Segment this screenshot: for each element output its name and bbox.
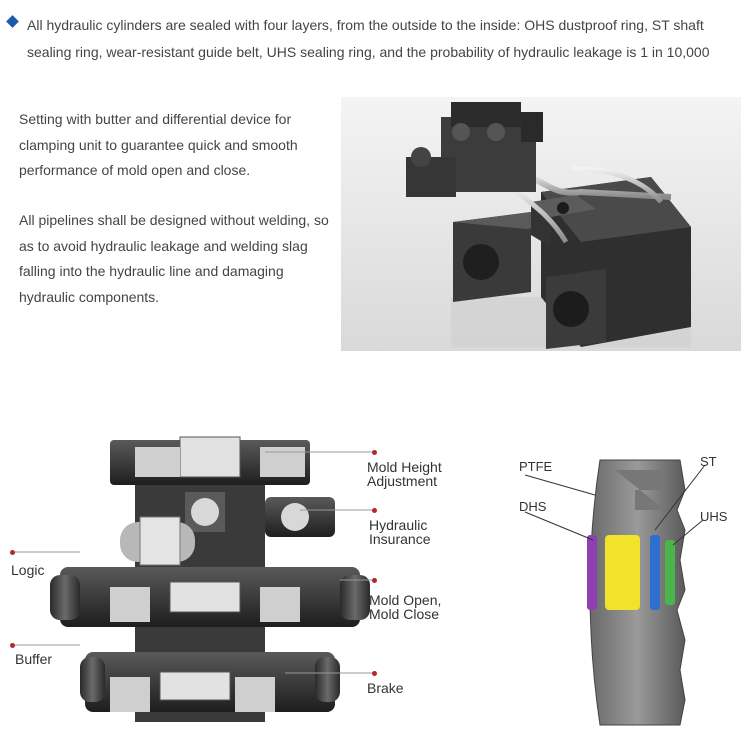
hydraulic-manifold-photo bbox=[341, 97, 741, 351]
label-adjustment: Adjustment bbox=[367, 473, 438, 489]
marker-dot bbox=[372, 450, 377, 455]
pipeline-paragraph: All pipelines shall be designed without … bbox=[19, 212, 329, 305]
marker-dot bbox=[10, 643, 15, 648]
label-mold-close: Mold Close bbox=[369, 606, 440, 622]
marker-dot bbox=[372, 508, 377, 513]
marker-dot bbox=[10, 550, 15, 555]
marker-dot bbox=[372, 578, 377, 583]
label-ptfe: PTFE bbox=[519, 459, 553, 474]
bullet-diamond-icon bbox=[6, 15, 19, 28]
label-uhs: UHS bbox=[700, 509, 728, 524]
label-mold-open: Mold Open, bbox=[369, 592, 442, 608]
clamping-paragraph: Setting with butter and differential dev… bbox=[19, 111, 298, 178]
label-buffer: Buffer bbox=[15, 651, 53, 667]
label-insurance: Insurance bbox=[369, 531, 431, 547]
intro-text: All hydraulic cylinders are sealed with … bbox=[27, 17, 710, 60]
valve-stack-image bbox=[50, 436, 370, 722]
label-st: ST bbox=[700, 454, 717, 469]
label-logic: Logic bbox=[11, 562, 45, 578]
label-hydraulic: Hydraulic bbox=[369, 517, 428, 533]
label-dhs: DHS bbox=[519, 499, 547, 514]
valve-leader-lines bbox=[12, 451, 375, 674]
label-mold-height: Mold Height bbox=[367, 459, 442, 475]
seal-cross-section-diagram bbox=[524, 459, 706, 726]
marker-dot bbox=[372, 671, 377, 676]
label-brake: Brake bbox=[367, 680, 404, 696]
